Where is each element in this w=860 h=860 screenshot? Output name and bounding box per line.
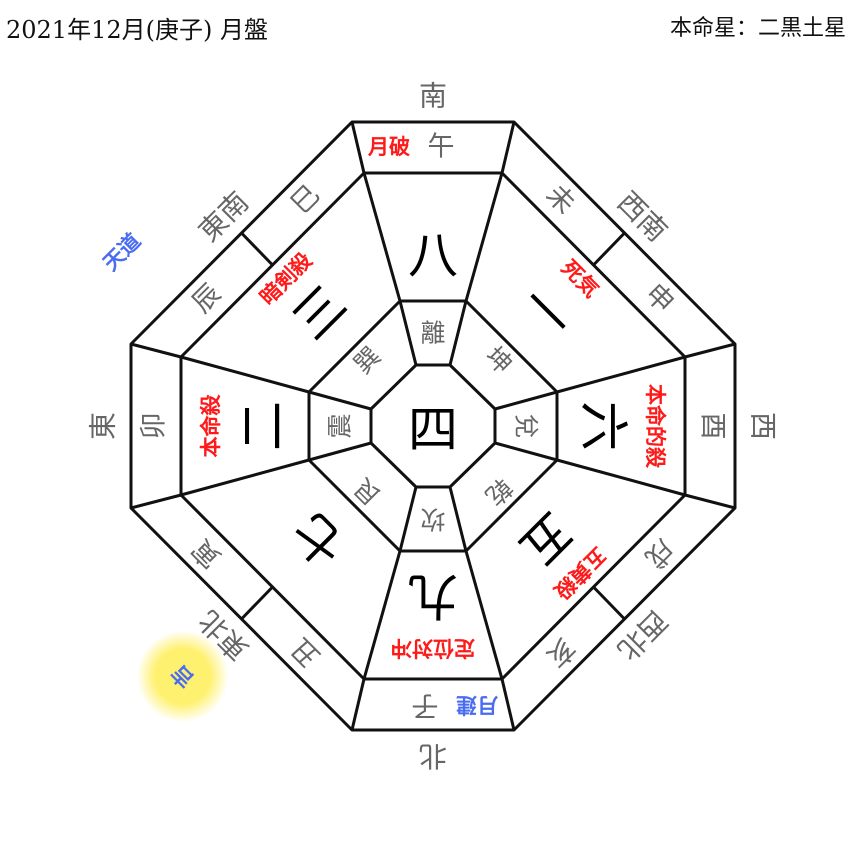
star-label: 定位対冲 xyxy=(391,636,475,660)
center-star: 四 xyxy=(408,401,458,459)
star-number: 八 xyxy=(408,227,458,285)
branch-label: 丑 xyxy=(285,632,326,673)
compass-label: 西 xyxy=(747,412,780,440)
compass-label: 東 xyxy=(87,412,120,440)
sector-6: 東卯 震 二本命殺 xyxy=(87,394,355,458)
ring-label: 月建 xyxy=(456,693,499,717)
compass-label: 北 xyxy=(419,740,447,773)
sector-0: 南月破午離 八 xyxy=(367,80,458,348)
branch-label: 酉 xyxy=(697,413,728,440)
outer-mark: 天道 xyxy=(99,229,146,276)
branch-label: 亥 xyxy=(540,632,581,673)
sector-divider xyxy=(448,121,516,366)
chart-title: 2021年12月(庚子) 月盤 xyxy=(6,16,268,44)
trigram-label: 離 xyxy=(420,319,445,348)
sector-2: 西酉 兌 六本命的殺 xyxy=(512,384,780,469)
honmeisei-label: 本命星：二黒土星 xyxy=(669,16,846,41)
branch-label: 午 xyxy=(428,132,455,163)
trigram-label: 震 xyxy=(326,413,355,438)
trigram-label: 兌 xyxy=(512,413,541,438)
ring-label: 月破 xyxy=(367,135,410,159)
star-number: 六 xyxy=(574,401,632,451)
sector-divider xyxy=(350,121,418,366)
compass-label: 南 xyxy=(419,80,447,113)
branch-divider xyxy=(592,585,626,621)
branch-divider xyxy=(592,231,626,267)
trigram-label: 坎 xyxy=(420,505,445,534)
star-label: 本命的殺 xyxy=(643,384,667,469)
star-number: 二 xyxy=(234,401,292,451)
branch-label: 子 xyxy=(412,690,439,721)
star-label: 本命殺 xyxy=(199,394,223,458)
lucky-glow xyxy=(136,630,229,723)
branch-divider xyxy=(240,585,274,621)
sector-divider xyxy=(350,486,418,731)
sector-divider xyxy=(494,441,736,510)
branch-divider xyxy=(240,231,274,267)
sector-divider xyxy=(130,342,372,411)
sector-divider xyxy=(448,486,516,731)
branch-label: 卯 xyxy=(139,413,170,440)
star-number: 七 xyxy=(282,501,358,577)
branch-label: 巳 xyxy=(285,179,326,220)
star-number: 九 xyxy=(408,567,458,625)
branch-label: 未 xyxy=(540,179,581,220)
sector-divider xyxy=(494,342,736,411)
sector-divider xyxy=(130,441,372,510)
